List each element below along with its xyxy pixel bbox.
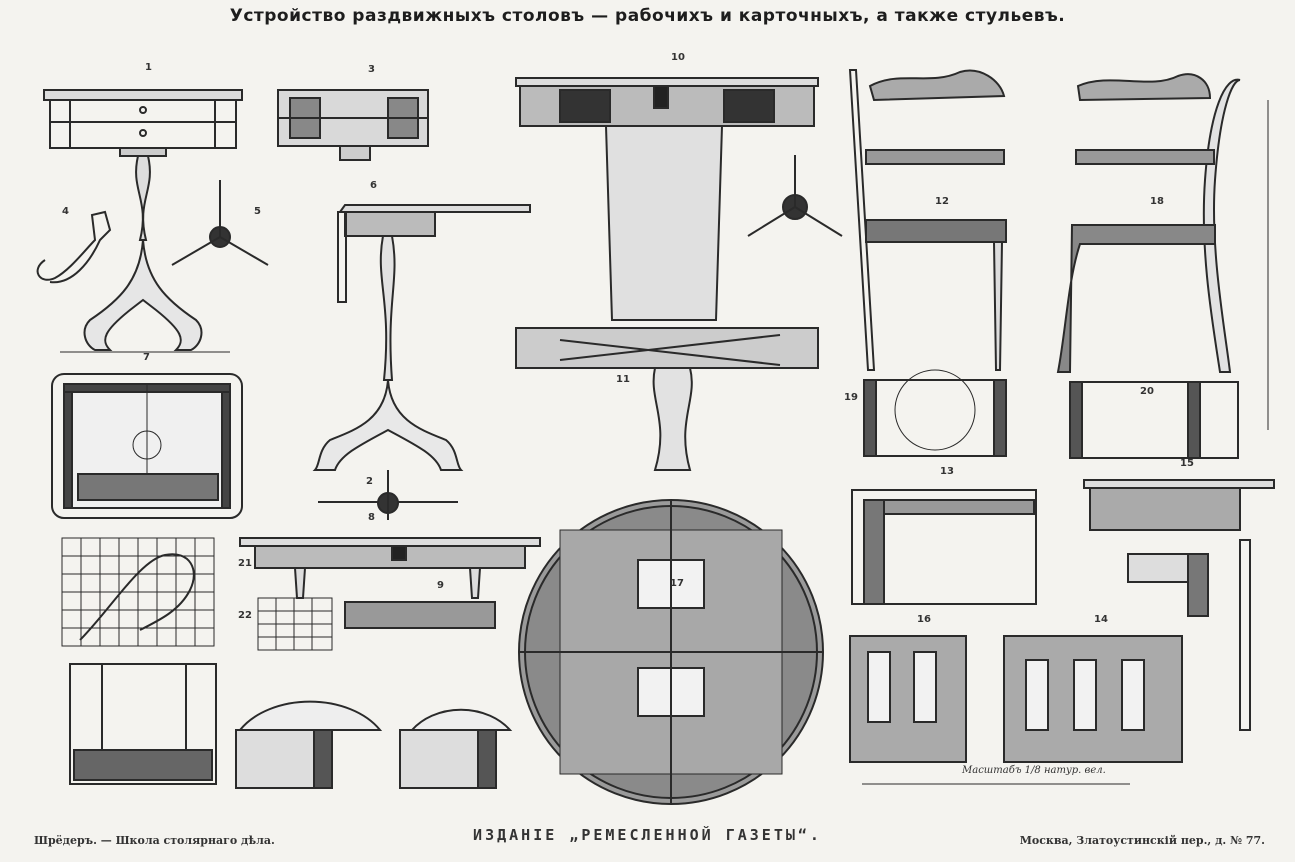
fig-label-16: 16	[917, 614, 931, 625]
fig-11-14-dovetail-joints	[849, 635, 1183, 785]
fig-22-small-grid	[257, 597, 333, 651]
fig-label-13: 13	[940, 466, 954, 477]
fig-12-chair	[848, 69, 1007, 457]
fig-label-5: 5	[254, 206, 261, 217]
plate-title: Устройство раздвижныхъ столовъ — рабочих…	[229, 6, 1066, 26]
fig-7-drawer-frame-plan	[51, 373, 243, 519]
fig-label-15: 15	[1180, 458, 1194, 469]
fig-label-3: 3	[368, 64, 375, 75]
fig-1-work-table	[43, 89, 243, 353]
fig-label-20: 20	[1140, 386, 1154, 397]
fig-21-card-table	[239, 537, 541, 629]
fig-3-top-section	[277, 89, 429, 161]
fig-label-6: 6	[370, 180, 377, 191]
fig-label-8: 8	[368, 512, 375, 523]
fig-label-14: 14	[1094, 614, 1108, 625]
fig-label-10: 10	[671, 52, 685, 63]
fig-9-drawer-box	[69, 663, 217, 785]
fig-label-9: 9	[437, 580, 444, 591]
fig-label-21: 21	[238, 558, 252, 569]
half-round-leaves	[235, 700, 513, 789]
fig-13-frame-corner	[851, 489, 1037, 605]
fig-6-side-table	[312, 204, 531, 520]
fig-8-grid-template	[61, 537, 215, 647]
fig-label-11: 11	[616, 374, 630, 385]
fig-label-1: 1	[145, 62, 152, 73]
fig-10-folding-table	[515, 77, 843, 471]
fig-label-4: 4	[62, 206, 69, 217]
fig-label-19: 19	[844, 392, 858, 403]
fig-label-22: 22	[238, 610, 252, 621]
footer-address: Москва, Златоустинскій пер., д. № 77.	[1019, 834, 1265, 847]
fig-18-chair-side	[1056, 73, 1269, 459]
fig-17-round-top-plan	[518, 499, 824, 805]
footer-publisher: Шрёдеръ. — Школа столярнаго дѣла.	[34, 834, 275, 847]
fig-label-2: 2	[366, 476, 373, 487]
fig-label-7: 7	[143, 352, 150, 363]
fig-5-tripod-plan	[171, 180, 269, 266]
fig-4-bracket	[36, 210, 112, 284]
footer-edition: ИЗДАНІЕ „РЕМЕСЛЕННОЙ ГАЗЕТЫ“.	[473, 826, 822, 844]
scale-note: Масштабъ 1/8 натур. вел.	[962, 765, 1106, 776]
fig-label-12: 12	[935, 196, 949, 207]
fig-label-18: 18	[1150, 196, 1164, 207]
fig-15-rail-section	[1083, 479, 1275, 731]
fig-label-17: 17	[670, 578, 684, 589]
